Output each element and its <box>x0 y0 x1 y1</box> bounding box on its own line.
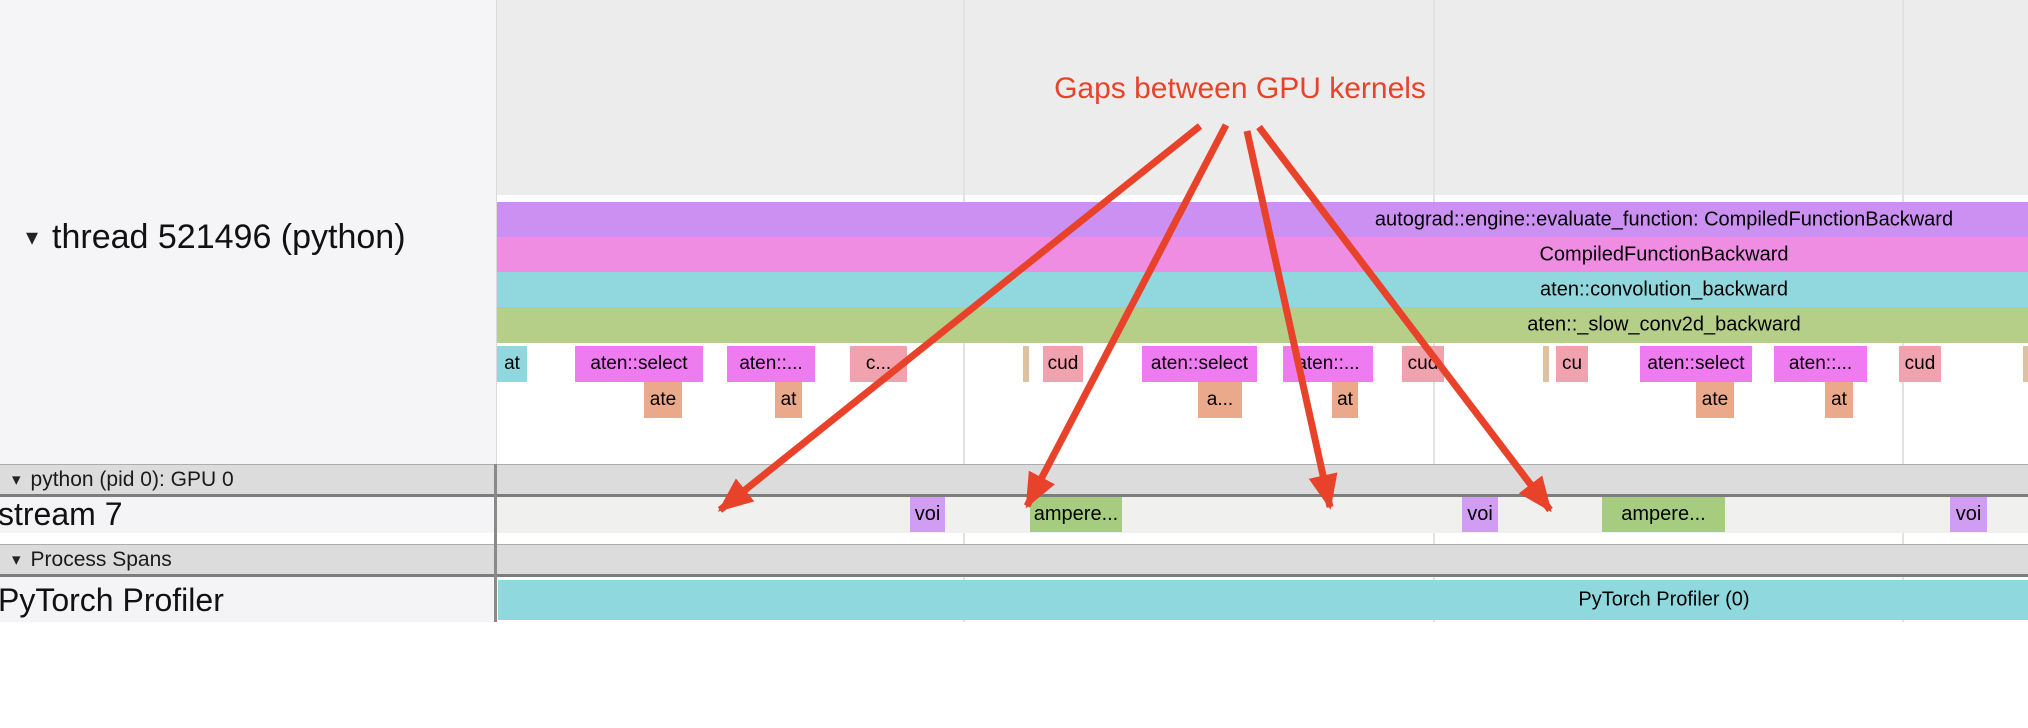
sidebar-divider <box>494 464 497 622</box>
trace-span[interactable]: ate <box>644 382 682 418</box>
trace-span-label: aten::_slow_conv2d_backward <box>1527 313 1801 336</box>
trace-span[interactable]: voi <box>1950 497 1987 532</box>
stream7-label[interactable]: stream 7 <box>0 496 123 532</box>
profiler-label[interactable]: PyTorch Profiler <box>0 582 224 618</box>
track-sidebar <box>0 0 497 464</box>
trace-span-label: PyTorch Profiler (0) <box>1578 588 1750 611</box>
trace-span[interactable]: aten::select <box>1640 346 1752 382</box>
stream7-label-bg <box>0 497 496 533</box>
section-header-gpu[interactable]: ▾ python (pid 0): GPU 0 <box>0 464 2028 497</box>
trace-span[interactable]: cud <box>1899 346 1941 382</box>
profiler-label-bg <box>0 577 496 622</box>
section-header-process-spans[interactable]: ▾ Process Spans <box>0 544 2028 577</box>
collapse-arrow-icon[interactable]: ▾ <box>26 224 39 251</box>
trace-span-label: CompiledFunctionBackward <box>1539 243 1789 265</box>
trace-span[interactable]: at <box>1825 382 1853 418</box>
sidebar-item-thread[interactable]: ▾ thread 521496 (python) <box>0 218 490 257</box>
trace-span[interactable]: PyTorch Profiler (0) <box>498 580 2028 620</box>
annotation-text: Gaps between GPU kernels <box>1054 72 1426 105</box>
trace-span[interactable]: aten::select <box>575 346 703 382</box>
trace-span[interactable]: at <box>497 346 527 382</box>
trace-span[interactable]: ate <box>1696 382 1734 418</box>
trace-span[interactable]: ampere... <box>1602 497 1725 532</box>
trace-span[interactable]: aten::... <box>1774 346 1867 382</box>
collapse-arrow-icon[interactable]: ▾ <box>12 549 21 569</box>
trace-span-label: aten::convolution_backward <box>1540 278 1788 300</box>
process-spans-header-label: Process Spans <box>30 547 172 571</box>
trace-span[interactable]: cu <box>1556 346 1588 382</box>
thread-label: thread 521496 (python) <box>52 218 406 256</box>
collapse-arrow-icon[interactable]: ▾ <box>12 469 21 489</box>
gpu-header-label: python (pid 0): GPU 0 <box>30 467 234 491</box>
trace-span[interactable] <box>2023 346 2028 382</box>
